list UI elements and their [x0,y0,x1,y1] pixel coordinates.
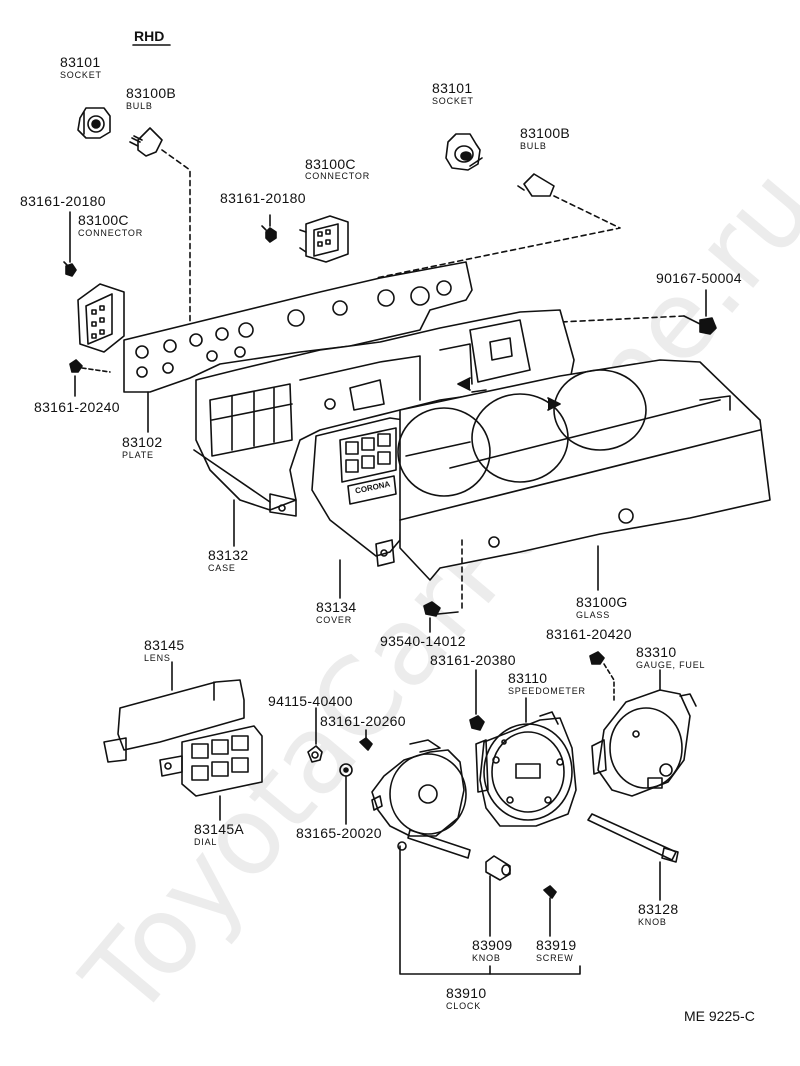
lens-name: LENS [144,653,171,663]
glass-name: GLASS [576,610,611,620]
washer-drawing [339,763,353,777]
plate-name: PLATE [122,450,154,460]
socket-center-number: 83101 [432,80,473,96]
clock-drawing [371,739,471,859]
screw-speedo-drawing [469,715,485,731]
fuel-gauge-name: GAUGE, FUEL [636,660,706,670]
connector-left-name: CONNECTOR [78,228,144,238]
screw-plate-right-drawing [559,315,717,335]
lens-drawing [103,679,245,763]
screw-center-number: 83161-20180 [220,190,306,206]
fuel-gauge-number: 83310 [636,644,677,660]
clock-knob-drawing [485,855,511,881]
lens-number: 83145 [144,637,185,653]
connector-left-drawing [77,283,125,353]
plate-number: 83102 [122,434,163,450]
long-knob-drawing [587,813,679,863]
bulb-left-name: BULB [126,101,153,111]
case-name: CASE [208,563,236,573]
connector-center-number: 83100C [305,156,356,172]
footer-code: ME 9225-C [684,1008,755,1024]
socket-center-drawing [445,133,483,171]
nut-drawing [307,745,323,763]
screw-left-drawing [63,261,77,277]
clock-knob-number: 83909 [472,937,513,953]
leader-bulb-left [161,149,191,331]
speedometer-name: SPEEDOMETER [508,686,586,696]
socket-left-name: SOCKET [60,70,102,80]
screw-speedo-number: 83161-20380 [430,652,516,668]
dial-number: 83145A [194,821,245,837]
glass-drawing [397,359,771,581]
screw-center-drawing [261,225,277,243]
bulb-left-number: 83100B [126,85,177,101]
long-knob-name: KNOB [638,917,667,927]
screw-plate-left-number: 83161-20240 [34,399,120,415]
bulb-center-name: BULB [520,141,547,151]
screw-fuel-number: 83161-20420 [546,626,632,642]
fuel-gauge-drawing [591,689,697,797]
dial-drawing [159,725,263,797]
connector-left-number: 83100C [78,212,129,228]
screw-cover-drawing [423,539,463,617]
screw-plate-left-drawing [69,359,111,373]
bulb-left-drawing [129,127,163,157]
socket-left-drawing [77,107,111,139]
glass-number: 83100G [576,594,628,610]
case-number: 83132 [208,547,249,563]
socket-left-number: 83101 [60,54,101,70]
screw-left-number: 83161-20180 [20,193,106,209]
cover-name: COVER [316,615,353,625]
dial-name: DIAL [194,837,218,847]
cover-drawing [311,417,405,567]
speedometer-drawing [475,711,577,827]
clock-name: CLOCK [446,1001,482,1011]
washer-number: 83165-20020 [296,825,382,841]
leader-bulb-center [375,195,621,279]
speedometer-number: 83110 [508,670,548,686]
bulb-center-drawing [517,173,555,197]
header-variant: RHD [134,28,165,44]
cover-number: 83134 [316,599,357,615]
connector-center-drawing [299,215,349,263]
socket-center-name: SOCKET [432,96,474,106]
clock-number: 83910 [446,985,487,1001]
screw-knob-name: SCREW [536,953,574,963]
screw-knob-drawing [543,885,557,899]
screw-cover-number: 93540-14012 [380,633,466,649]
screw-plate-right-number: 90167-50004 [656,270,742,286]
screw-clock-drawing [359,737,373,751]
plate-drawing [123,261,473,393]
bulb-center-number: 83100B [520,125,571,141]
clock-knob-name: KNOB [472,953,501,963]
screw-clock-number: 83161-20260 [320,713,406,729]
nut-number: 94115-40400 [268,693,353,709]
screw-knob-number: 83919 [536,937,577,953]
screw-fuel-drawing [589,651,615,701]
long-knob-number: 83128 [638,901,679,917]
connector-center-name: CONNECTOR [305,171,371,181]
